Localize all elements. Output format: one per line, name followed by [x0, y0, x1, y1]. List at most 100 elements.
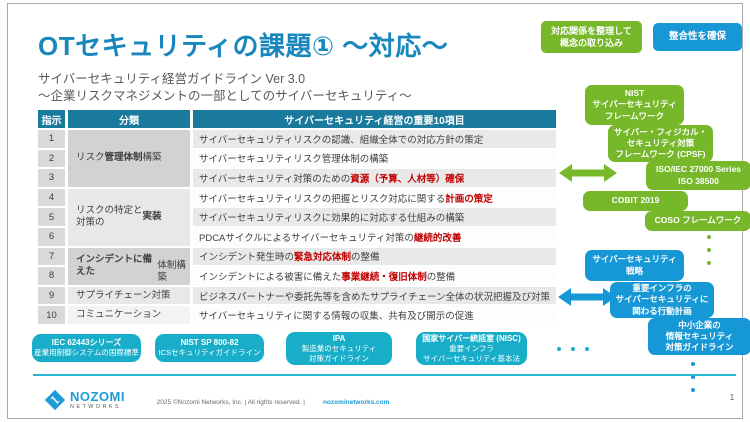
table-header-category: 分類 — [68, 110, 190, 128]
table-row-number: 6 — [38, 227, 65, 246]
note-label: 整合性を確保 — [668, 30, 726, 42]
footer-divider — [33, 374, 736, 376]
subtitle-guideline: サイバーセキュリティ経営ガイドライン Ver 3.0 — [38, 72, 306, 86]
framework-box-line: ISO/IEC 27000 Series — [655, 164, 742, 175]
text-segment: インシデント発生時の — [199, 252, 295, 264]
framework-box-line: サイバー・フィジカル・ — [613, 126, 708, 137]
nozomi-logo: NOZOMI NETWORKS — [44, 389, 125, 411]
note-line: 対応関係を整理して — [551, 25, 632, 36]
framework-box-line: セキュリティ対策 — [626, 137, 695, 148]
standard-box-title: 国家サイバー統括室 (NISC) — [422, 334, 521, 344]
table-row-item: サイバーセキュリティリスクの把握とリスク対応に関する計画の策定 — [193, 188, 556, 207]
text-segment: インシデントに備えた — [76, 254, 153, 278]
copyright-text: 2025 ©Nozomi Networks, Inc. | All rights… — [156, 399, 305, 406]
text-segment: コミュニケーション — [76, 309, 162, 321]
text-segment: 実装 — [142, 211, 162, 223]
table-row-number: 3 — [38, 169, 65, 187]
framework-box-line: サイバーセキュリティ — [592, 99, 677, 110]
table-row-item: ビジネスパートナーや委託先等を含めたサプライチェーン全体の状況把握及び対策 — [193, 286, 556, 305]
framework-box-line: COBIT 2019 — [611, 195, 660, 206]
standard-box-iec-62443: IEC 62443シリーズ産業用制御システムの国際標準 — [32, 334, 141, 362]
text-segment: サイバーセキュリティリスクに効果的に対応する仕組みの構築 — [199, 213, 465, 225]
table-row-number: 8 — [38, 267, 65, 285]
framework-box-line: 重要インフラの — [632, 283, 692, 294]
text-segment: リスク — [76, 152, 105, 164]
table-row-item: インシデント発生時の緊急対応体制の整備 — [193, 247, 556, 266]
text-segment: の整備 — [351, 252, 380, 264]
text-segment: の整備 — [426, 271, 456, 283]
standard-box-line: 産業用制御システムの国際標準 — [34, 348, 139, 358]
ellipsis-green-icon — [707, 235, 711, 265]
table-category-cell: サプライチェーン対策 — [68, 286, 190, 305]
table-category-cell: リスク管理体制構築 — [68, 130, 190, 187]
table-row-item: サイバーセキュリティ対策のための資源（予算、人材等）確保 — [193, 169, 556, 187]
note-consistency: 整合性を確保 — [653, 23, 742, 51]
text-segment: 事業継続・復旧体制 — [341, 271, 427, 283]
note-concept-integration: 対応関係を整理して 概念の取り込み — [541, 21, 642, 53]
framework-box-line: フレームワーク (CPSF) — [615, 149, 706, 160]
table-header-directive: 指示 — [38, 110, 65, 128]
ellipsis-teal-icon — [557, 347, 589, 351]
table-row-item: インシデントによる被害に備えた事業継続・復旧体制の整備 — [193, 267, 556, 285]
text-segment: 緊急対応体制 — [294, 252, 352, 264]
footer-text: 2025 ©Nozomi Networks, Inc. | All rights… — [33, 399, 513, 406]
blue-double-arrow-icon — [558, 288, 616, 306]
table-row-item: サイバーセキュリティリスク管理体制の構築 — [193, 149, 556, 168]
text-segment: サイバーセキュリティリスク管理体制の構築 — [199, 154, 389, 166]
slide: OTセキュリティの課題① ～対応～ 対応関係を整理して 概念の取り込み 整合性を… — [7, 3, 750, 419]
framework-box-cyber-strategy: サイバーセキュリティ戦略 — [585, 250, 684, 281]
table-row-item: PDCAサイクルによるサイバーセキュリティ対策の継続的改善 — [193, 227, 556, 246]
text-segment: リスクの特定と 対策の — [76, 205, 143, 229]
standard-box-line: 製造業のセキュリティ — [301, 344, 377, 354]
subtitle-risk-management: ～企業リスクマネジメントの一部としてのサイバーセキュリティ～ — [38, 89, 412, 103]
framework-box-critical-infra-plan: 重要インフラのサイバーセキュリティに関わる行動計画 — [610, 282, 714, 318]
standard-box-line: サイバーセキュリティ基本法 — [423, 353, 520, 363]
framework-box-line: サイバーセキュリティに — [615, 294, 709, 305]
text-segment: サイバーセキュリティリスクの認識、組織全体での対応方針の策定 — [199, 134, 484, 146]
text-segment: 管理体制 — [104, 152, 143, 164]
framework-box-line: NIST — [624, 88, 645, 99]
standard-box-nisc: 国家サイバー統括室 (NISC)重要インフラサイバーセキュリティ基本法 — [416, 332, 527, 365]
table-row-number: 1 — [38, 130, 65, 148]
website-link[interactable]: nozominetworks.com — [322, 399, 390, 406]
framework-box-line: 対策ガイドライン — [665, 342, 734, 353]
text-segment: ビジネスパートナーや委託先等を含めたサプライチェーン全体の状況把握及び対策 — [199, 291, 551, 303]
text-segment: 計画の策定 — [445, 193, 493, 205]
standard-box-title: IEC 62443シリーズ — [51, 338, 122, 348]
page-title: OTセキュリティの課題① ～対応～ — [38, 31, 449, 61]
table-row-number: 9 — [38, 286, 65, 305]
table-row-item: サイバーセキュリティに関する情報の収集、共有及び開示の促進 — [193, 306, 556, 324]
table-category-cell: リスクの特定と 対策の実装 — [68, 188, 190, 246]
table-row-item: サイバーセキュリティリスクの認識、組織全体での対応方針の策定 — [193, 130, 556, 148]
framework-box-line: サイバーセキュリティ — [592, 254, 677, 265]
text-segment: 体制構築 — [157, 260, 186, 284]
framework-box-line: 情報セキュリティ — [665, 330, 734, 341]
framework-box-line: 中小企業の — [678, 319, 721, 330]
standard-box-title: NIST SP 800-82 — [180, 338, 239, 348]
page-number: 1 — [729, 393, 735, 402]
text-segment: サイバーセキュリティに関する情報の収集、共有及び開示の促進 — [199, 311, 474, 323]
text-segment: サプライチェーン対策 — [76, 289, 171, 301]
table-row-number: 4 — [38, 188, 65, 207]
framework-box-cpsf: サイバー・フィジカル・セキュリティ対策フレームワーク (CPSF) — [608, 125, 713, 162]
table-header-items: サイバーセキュリティ経営の重要10項目 — [193, 110, 556, 128]
ellipsis-blue-icon — [691, 362, 695, 392]
text-segment: 構築 — [142, 152, 162, 164]
standard-box-line: ICSセキュリティガイドライン — [158, 348, 261, 358]
framework-box-coso-framework: COSO フレームワーク — [645, 211, 750, 231]
text-segment: サイバーセキュリティ対策のための — [199, 173, 351, 185]
framework-box-line: フレームワーク — [604, 110, 665, 121]
text-segment: インシデントによる被害に備えた — [199, 271, 342, 283]
framework-box-line: 関わる行動計画 — [632, 305, 692, 316]
green-double-arrow-icon — [559, 164, 617, 182]
table-row-number: 10 — [38, 306, 65, 324]
table-row-number: 7 — [38, 247, 65, 266]
standard-box-line: 重要インフラ — [449, 344, 494, 354]
logo-name: NOZOMI — [70, 388, 125, 404]
text-segment: 資源（予算、人材等）確保 — [350, 173, 465, 185]
text-segment: サイバーセキュリティリスクの把握とリスク対応に関する — [199, 193, 446, 205]
framework-box-sme-guideline: 中小企業の情報セキュリティ対策ガイドライン — [648, 318, 750, 355]
